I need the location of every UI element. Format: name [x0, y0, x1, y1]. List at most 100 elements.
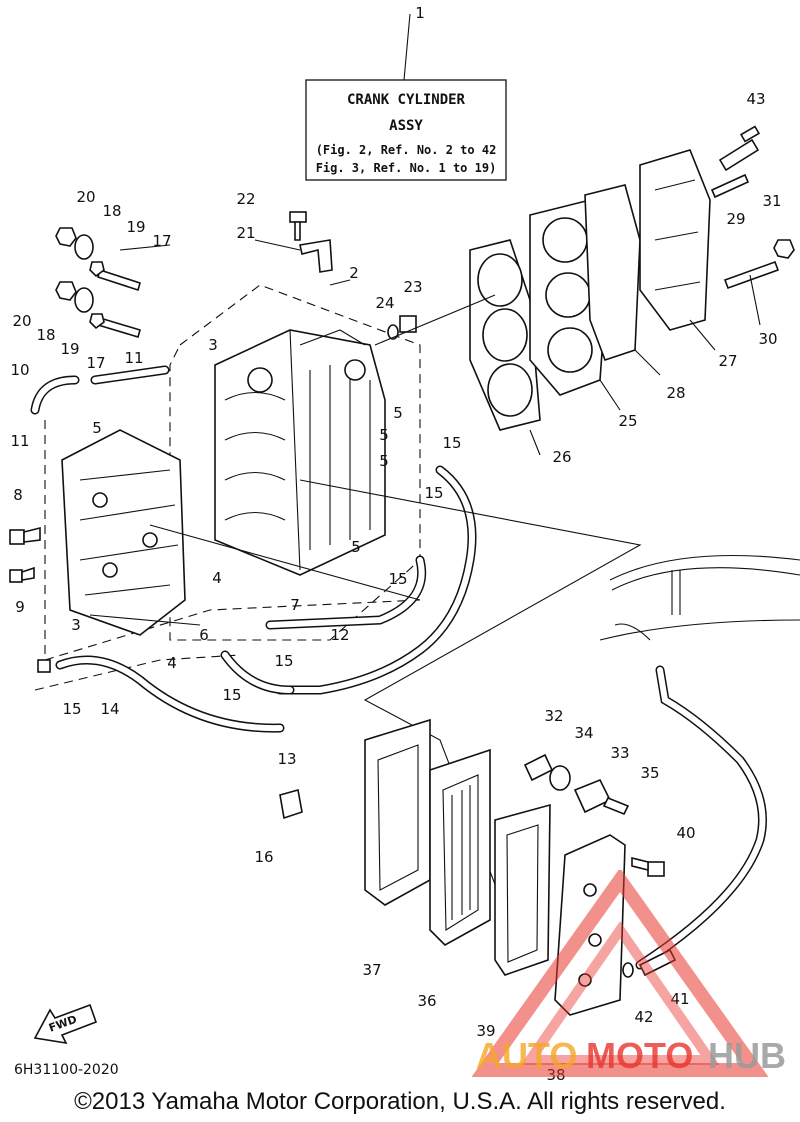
callout-11: 11 [10, 432, 29, 450]
stud-bolt-30 [723, 260, 780, 290]
callout-15: 15 [424, 484, 443, 502]
callout-5: 5 [379, 426, 389, 444]
callouts: 1 2 3 3 4 4 5 5 5 5 5 6 7 8 9 10 11 11 1… [10, 4, 781, 1084]
callout-3: 3 [71, 616, 81, 634]
nuts-20-18-19 [55, 227, 105, 330]
callout-5: 5 [393, 404, 403, 422]
assembly-outline [34, 284, 421, 691]
clamp-16 [279, 788, 303, 820]
callout-22: 22 [236, 190, 255, 208]
callout-29: 29 [726, 210, 745, 228]
callout-5: 5 [92, 419, 102, 437]
callout-30: 30 [758, 330, 777, 348]
callout-23: 23 [403, 278, 422, 296]
callout-4: 4 [212, 569, 222, 587]
callout-36: 36 [417, 992, 436, 1010]
callout-5: 5 [351, 538, 361, 556]
callout-2: 2 [349, 264, 359, 282]
callout-17: 17 [86, 354, 105, 372]
callout-40: 40 [676, 824, 695, 842]
bolt-8 [9, 526, 41, 545]
callout-15: 15 [274, 652, 293, 670]
cylinder-head-gasket [469, 239, 541, 431]
callout-19: 19 [60, 340, 79, 358]
callout-19: 19 [126, 218, 145, 236]
callout-20: 20 [76, 188, 95, 206]
fitting-32 [523, 753, 554, 782]
callout-42: 42 [634, 1008, 653, 1026]
callout-3: 3 [208, 336, 218, 354]
callout-26: 26 [552, 448, 571, 466]
bolt-3 [37, 659, 51, 673]
watermark-text-moto: MOTO [586, 1035, 693, 1076]
callout-4: 4 [167, 654, 177, 672]
callout-32: 32 [544, 707, 563, 725]
washer-42 [622, 962, 634, 978]
callout-15: 15 [222, 686, 241, 704]
callout-34: 34 [574, 724, 593, 742]
callout-1: 1 [415, 4, 425, 22]
engine-cowl-outline [599, 555, 800, 970]
spark-plug [718, 125, 761, 172]
callout-11: 11 [124, 349, 143, 367]
title-line-3: (Fig. 2, Ref. No. 2 to 42 [316, 143, 497, 157]
callout-41: 41 [670, 990, 689, 1008]
callout-35: 35 [640, 764, 659, 782]
bolt-35 [602, 796, 630, 816]
callout-31: 31 [762, 192, 781, 210]
callout-8: 8 [13, 486, 23, 504]
crankcase-cover [61, 429, 186, 636]
callout-39: 39 [476, 1022, 495, 1040]
bolt-29 [710, 173, 750, 199]
callout-15: 15 [442, 434, 461, 452]
nut-31 [773, 239, 795, 259]
callout-37: 37 [362, 961, 381, 979]
callout-27: 27 [718, 352, 737, 370]
intake-gasket-39 [494, 803, 551, 976]
forward-direction-arrow: FWD [33, 1003, 98, 1045]
callout-43: 43 [746, 90, 765, 108]
callout-16: 16 [254, 848, 273, 866]
callout-15: 15 [388, 570, 407, 588]
diagram-code: 6H31100-2020 [14, 1062, 119, 1078]
callout-17: 17 [152, 232, 171, 250]
callout-33: 33 [610, 744, 629, 762]
callout-25: 25 [618, 412, 637, 430]
gasket-34 [549, 765, 571, 791]
callout-18: 18 [102, 202, 121, 220]
callout-7: 7 [290, 596, 300, 614]
watermark-text-auto: AUTO [476, 1035, 577, 1076]
bolt-9 [9, 566, 35, 583]
callout-14: 14 [100, 700, 119, 718]
callout-28: 28 [666, 384, 685, 402]
callout-18: 18 [36, 326, 55, 344]
callout-20: 20 [12, 312, 31, 330]
watermark-triangle-icon [471, 870, 769, 1077]
watermark-text-hub: HUB [708, 1035, 786, 1076]
screws-17 [97, 268, 141, 338]
callout-9: 9 [15, 598, 25, 616]
plug-23-washer-24 [387, 315, 417, 340]
copyright-notice: ©2013 Yamaha Motor Corporation, U.S.A. A… [74, 1088, 726, 1115]
callout-15: 15 [62, 700, 81, 718]
title-line-4: Fig. 3, Ref. No. 1 to 19) [316, 161, 497, 175]
callout-12: 12 [330, 626, 349, 644]
bolt-40 [631, 856, 665, 877]
automotohub-watermark: AUTO MOTO HUB [471, 870, 786, 1077]
callout-21: 21 [236, 224, 255, 242]
callout-10: 10 [10, 361, 29, 379]
crankcase [214, 329, 386, 576]
callout-13: 13 [277, 750, 296, 768]
callout-24: 24 [375, 294, 394, 312]
callout-5: 5 [379, 452, 389, 470]
bolt-22-clamp-21 [289, 211, 333, 273]
intake-gasket-37 [364, 718, 431, 906]
callout-6: 6 [199, 626, 209, 644]
title-line-1: CRANK CYLINDER [347, 92, 466, 108]
title-box: CRANK CYLINDER ASSY (Fig. 2, Ref. No. 2 … [305, 13, 507, 181]
cylinder-head-cover [639, 149, 711, 331]
reed-valve-36 [429, 748, 491, 946]
title-line-2: ASSY [389, 118, 423, 134]
